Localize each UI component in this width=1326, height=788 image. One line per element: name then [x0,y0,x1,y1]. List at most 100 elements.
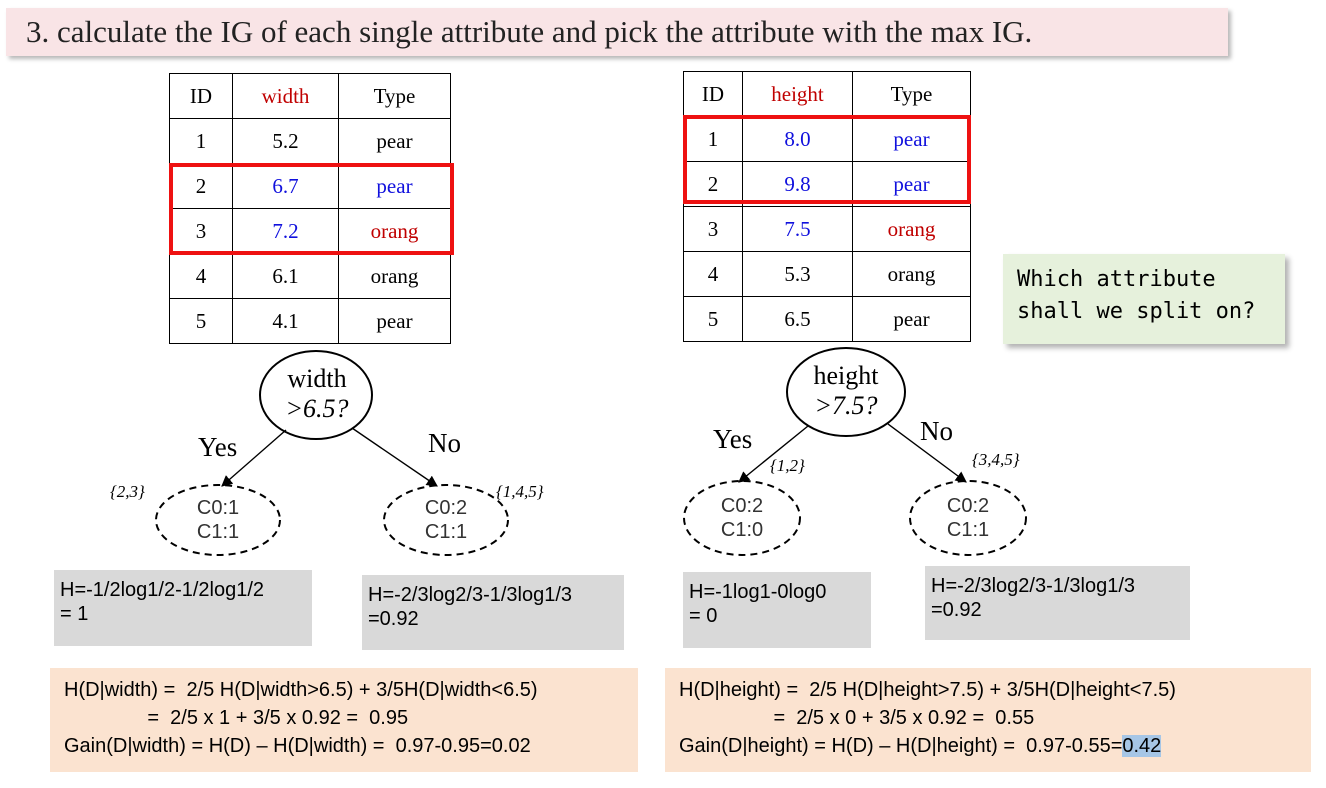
table-cell: 6.1 [232,253,339,299]
width-yes-edge [221,429,287,487]
highlighted-gain-value: 0.42 [1122,735,1162,757]
table-cell: pear [338,298,451,344]
height-gain-box: H(D|height) = 2/5 H(D|height>7.5) + 3/5H… [665,668,1311,772]
width-left-leaf: C0:1 C1:1 [178,496,258,544]
table-cell: 4.1 [232,298,339,344]
height-table: ID height Type 1 8.0 pear 2 9.8 pear 3 7… [683,71,971,342]
entropy-line: H=-2/3log2/3-1/3log1/3 [368,584,573,606]
width-no-edge [351,427,438,487]
width-yes-label: Yes [198,432,238,462]
header-id: ID [169,73,233,119]
table-cell: pear [852,116,971,162]
table-row: 5 4.1 pear [169,298,451,344]
leaf-count: C1:1 [196,521,240,543]
gain-line: Gain(D|width) = H(D) – H(D|width) = 0.97… [64,735,531,757]
leaf-count: C0:2 [946,495,990,517]
node-condition-label: >6.5? [285,394,349,423]
height-left-leaf-ellipse [683,480,801,556]
height-no-edge [887,423,967,483]
table-cell: 6.5 [742,296,853,342]
table-row: 4 6.1 orang [169,253,451,299]
table-cell: pear [338,163,451,209]
entropy-line: = 1 [60,603,89,625]
leaf-count: C1:1 [424,521,468,543]
header-id: ID [683,71,743,117]
height-left-entropy: H=-1log1-0log0 = 0 [683,572,871,648]
width-left-set: {2,3} [110,482,145,501]
leaf-count: C0:2 [424,497,468,519]
width-right-leaf: C0:2 C1:1 [406,496,486,544]
width-right-entropy: H=-2/3log2/3-1/3log1/3 =0.92 [362,575,624,650]
table-cell: 1 [169,118,233,164]
table-row: 3 7.5 orang [683,206,971,252]
width-table: ID width Type 1 5.2 pear 2 6.7 pear 3 7.… [169,73,451,344]
leaf-count: C0:2 [720,495,764,517]
height-right-entropy: H=-2/3log2/3-1/3log1/3 =0.92 [925,566,1190,640]
table-header-row: ID width Type [169,73,451,119]
table-cell: 5.2 [232,118,339,164]
table-cell: pear [852,296,971,342]
callout-line: Which attribute [1017,267,1216,292]
table-cell: 4 [169,253,233,299]
table-cell: pear [338,118,451,164]
height-right-set: {3,4,5} [972,450,1020,469]
table-cell: 6.7 [232,163,339,209]
entropy-line: =0.92 [368,608,419,630]
width-highlight-box [169,163,454,255]
question-callout: Which attribute shall we split on? [1003,254,1285,344]
height-yes-edge [738,425,809,483]
gain-line: Gain(D|height) = H(D) – H(D|height) = 0.… [679,732,1297,760]
table-row: 3 7.2 orang [169,208,451,254]
leaf-count: C0:1 [196,497,240,519]
width-node-ellipse [259,350,373,440]
height-no-label: No [920,416,953,446]
table-row: 1 8.0 pear [683,116,971,162]
table-cell: 4 [683,251,743,297]
entropy-line: = 0 [689,605,718,627]
entropy-line: H=-1log1-0log0 [689,581,827,603]
header-type: Type [852,71,971,117]
table-row: 5 6.5 pear [683,296,971,342]
gain-line: = 2/5 x 0 + 3/5 x 0.92 = 0.55 [679,707,1035,729]
gain-line: = 2/5 x 1 + 3/5 x 0.92 = 0.95 [64,707,409,729]
table-cell: 3 [683,206,743,252]
table-cell: 8.0 [742,116,853,162]
height-left-set: {1,2} [770,456,805,475]
node-attr-label: width [287,364,347,393]
table-row: 1 5.2 pear [169,118,451,164]
table-cell: orang [338,208,451,254]
node-condition-label: >7.5? [814,391,878,420]
height-yes-label: Yes [713,424,753,454]
height-node-label: height >7.5? [787,361,905,421]
table-cell: 7.2 [232,208,339,254]
callout-line: shall we split on? [1017,299,1256,324]
gain-text: Gain(D|height) = H(D) – H(D|height) = 0.… [679,735,1123,757]
gain-line: H(D|width) = 2/5 H(D|width>6.5) + 3/5H(D… [64,679,538,701]
entropy-line: H=-2/3log2/3-1/3log1/3 [931,575,1136,597]
gain-line: H(D|height) = 2/5 H(D|height>7.5) + 3/5H… [679,679,1176,701]
width-left-leaf-ellipse [155,484,281,556]
height-left-leaf: C0:2 C1:0 [702,494,782,542]
table-cell: orang [852,251,971,297]
entropy-line: =0.92 [931,599,982,621]
slide-title: 3. calculate the IG of each single attri… [6,8,1228,56]
table-cell: 3 [169,208,233,254]
height-node-ellipse [786,347,906,437]
width-no-label: No [428,428,461,458]
width-right-leaf-ellipse [383,484,509,556]
table-cell: 7.5 [742,206,853,252]
leaf-count: C1:1 [946,519,990,541]
leaf-count: C1:0 [720,519,764,541]
entropy-line: H=-1/2log1/2-1/2log1/2 [60,579,265,601]
height-right-leaf-ellipse [909,480,1027,556]
table-row: 4 5.3 orang [683,251,971,297]
height-right-leaf: C0:2 C1:1 [928,494,1008,542]
table-cell: 9.8 [742,161,853,207]
width-gain-box: H(D|width) = 2/5 H(D|width>6.5) + 3/5H(D… [50,668,638,772]
width-left-entropy: H=-1/2log1/2-1/2log1/2 = 1 [54,570,312,646]
height-highlight-box [683,115,971,204]
table-cell: 5.3 [742,251,853,297]
node-attr-label: height [813,361,879,390]
width-right-set: {1,4,5} [496,482,544,501]
